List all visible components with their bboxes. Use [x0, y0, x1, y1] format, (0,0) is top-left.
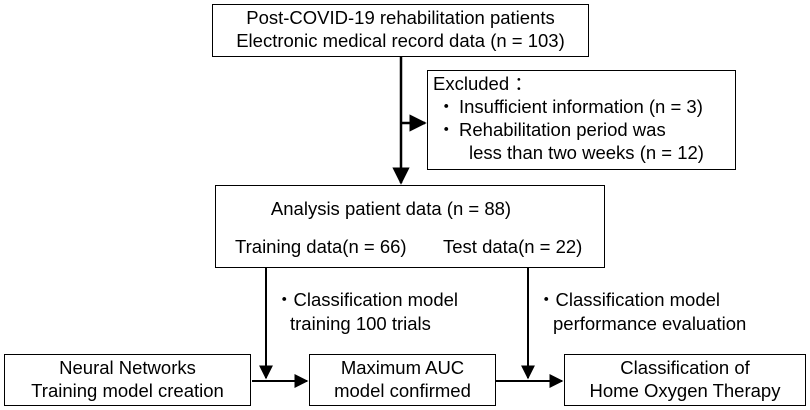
test-note-line2: performance evaluation: [553, 313, 747, 334]
home-oxygen-therapy-box: [564, 354, 806, 406]
excluded-bullet-1: ・: [437, 96, 456, 117]
test-data-label: Test data(n = 22): [443, 236, 583, 257]
max-auc-line1: Maximum AUC: [340, 357, 465, 378]
training-note-line2: training 100 trials: [290, 313, 431, 334]
analysis-title: Analysis patient data (n = 88): [270, 198, 512, 219]
excluded-title: Excluded ：: [433, 73, 533, 94]
home-oxygen-therapy-line1: Classification of: [620, 357, 750, 378]
source-box-line1: Post-COVID-19 rehabilitation patients: [246, 7, 555, 28]
home-oxygen-therapy-line2: Home Oxygen Therapy: [589, 380, 781, 401]
max-auc-box: [309, 354, 496, 406]
excluded-bullet-2: ・: [437, 119, 456, 140]
neural-networks-line2: Training model creation: [31, 380, 224, 401]
source-box-line2: Electronic medical record data (n = 103): [236, 30, 565, 51]
excluded-item-1: Insufficient information (n = 3): [459, 96, 703, 117]
excluded-box: [427, 70, 736, 170]
source-box: [212, 4, 589, 57]
neural-networks-box: [4, 354, 251, 406]
analysis-box: [215, 185, 605, 268]
test-note-line1: ・Classification model: [537, 289, 721, 310]
neural-networks-line1: Neural Networks: [59, 357, 196, 378]
training-data-label: Training data(n = 66): [235, 236, 407, 257]
max-auc-line2: model confirmed: [334, 380, 471, 401]
excluded-item-2-line2: less than two weeks (n = 12): [469, 142, 704, 163]
training-note-line1: ・Classification model: [275, 289, 459, 310]
excluded-item-2-line1: Rehabilitation period was: [459, 119, 666, 140]
